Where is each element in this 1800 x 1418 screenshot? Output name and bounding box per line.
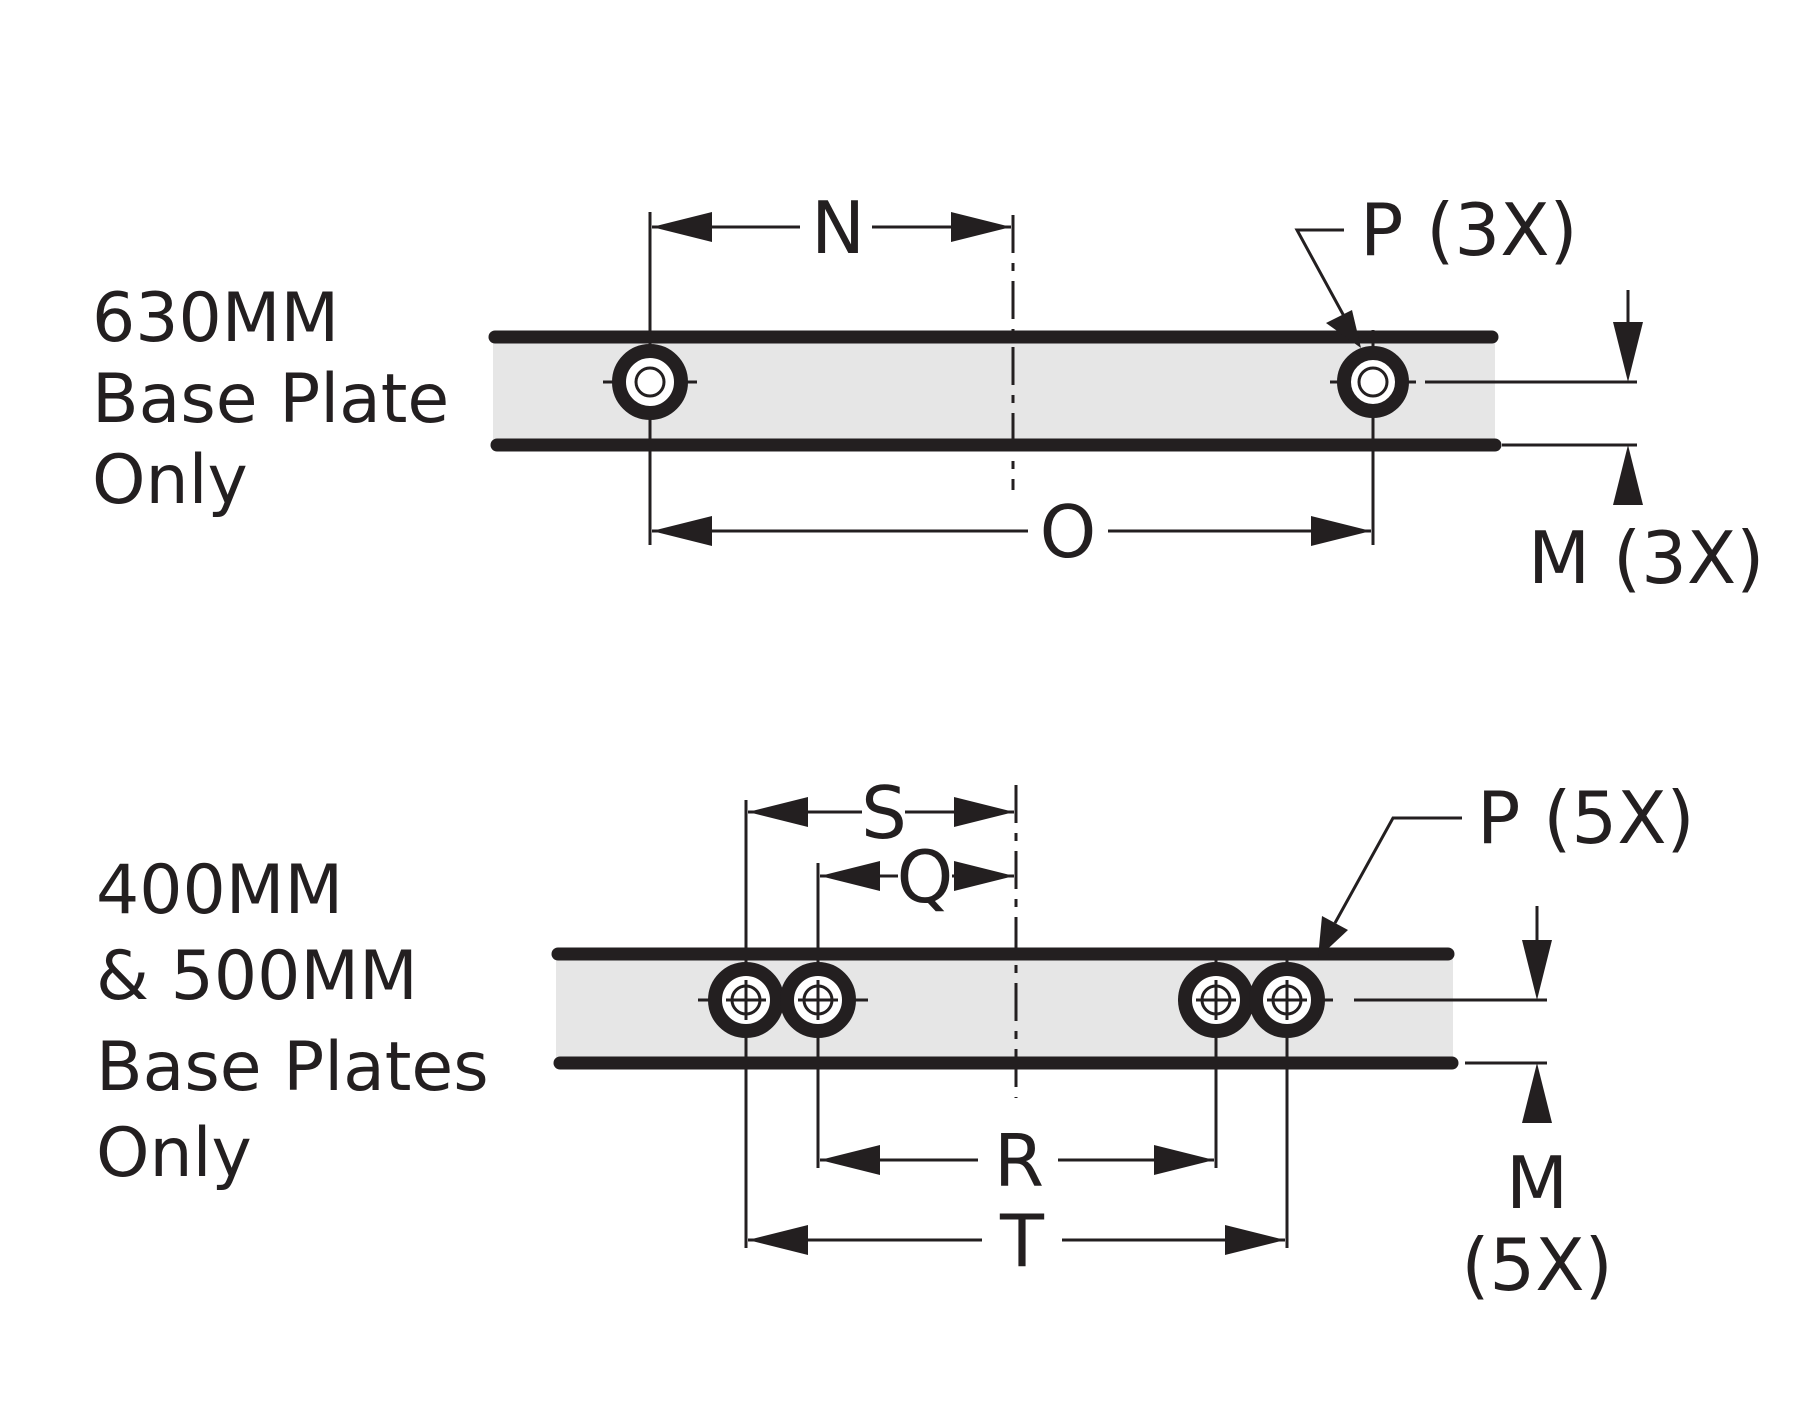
top-hole-left <box>603 320 697 545</box>
top-p-arrow <box>1326 310 1361 348</box>
bottom-r-arrow-left <box>820 1145 880 1175</box>
top-label-line-3: Only <box>92 441 248 520</box>
bottom-t-arrow-right <box>1225 1225 1285 1255</box>
dim-t-label: T <box>999 1199 1045 1283</box>
bottom-hole-3 <box>1178 962 1254 1038</box>
top-n-arrow-right <box>951 212 1011 242</box>
bottom-m-arrow-down <box>1522 940 1552 1000</box>
top-m-arrow-down <box>1613 322 1643 382</box>
bottom-hole-1 <box>708 962 784 1038</box>
top-label-line-2: Base Plate <box>92 360 449 439</box>
bottom-label-line-3: Base Plates <box>96 1028 489 1107</box>
bottom-hole-2 <box>780 962 856 1038</box>
bottom-p-leader <box>1333 816 1462 924</box>
bottom-p-arrow <box>1318 916 1348 958</box>
bottom-s-arrow-right <box>954 797 1014 827</box>
top-n-arrow-left <box>652 212 712 242</box>
top-label-line-1: 630MM <box>92 279 339 358</box>
dim-p-3x-label: P (3X) <box>1360 188 1578 272</box>
top-o-arrow-right <box>1311 516 1371 546</box>
bottom-label-line-1: 400MM <box>96 851 343 930</box>
top-m-arrow-up <box>1613 445 1643 505</box>
bottom-m-arrow-up <box>1522 1063 1552 1123</box>
dim-m-5x-label-line-1: M <box>1506 1141 1568 1225</box>
top-hole-right <box>1330 330 1416 545</box>
dim-n-label: N <box>811 186 865 270</box>
bottom-q-arrow-right <box>954 861 1014 891</box>
bottom-s-arrow-left <box>748 797 808 827</box>
top-p-leader <box>1294 228 1347 319</box>
bottom-hole-4 <box>1249 962 1325 1038</box>
dim-m-5x-label-line-2: (5X) <box>1461 1223 1612 1307</box>
top-view: 630MM Base Plate Only N <box>92 186 1764 600</box>
bottom-label-line-2: & 500MM <box>96 937 418 1016</box>
bottom-r-arrow-right <box>1154 1145 1214 1175</box>
dim-r-label: R <box>994 1119 1044 1203</box>
top-o-arrow-left <box>652 516 712 546</box>
bottom-label-line-4: Only <box>96 1114 252 1193</box>
bottom-t-arrow-left <box>748 1225 808 1255</box>
dim-o-label: O <box>1040 490 1097 574</box>
bottom-view: 400MM & 500MM Base Plates Only <box>96 771 1695 1307</box>
dim-p-5x-label: P (5X) <box>1477 776 1695 860</box>
dim-q-label: Q <box>897 835 954 919</box>
dim-s-label: S <box>861 771 907 855</box>
dim-m-3x-label: M (3X) <box>1528 516 1764 600</box>
bottom-q-arrow-left <box>820 861 880 891</box>
